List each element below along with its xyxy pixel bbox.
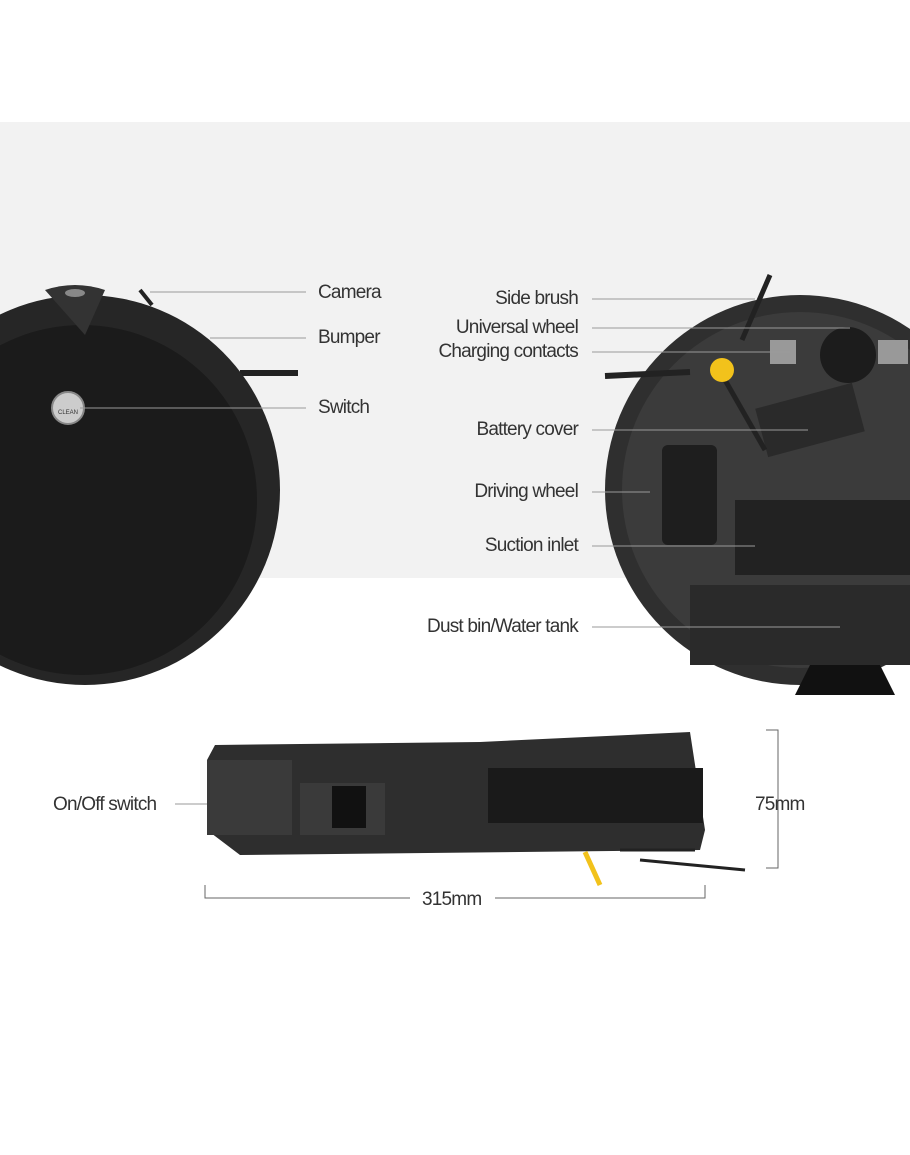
camera-lens [65, 289, 85, 297]
battery-cover [755, 382, 865, 458]
dimension-width: 315mm [422, 889, 482, 910]
label-universal-wheel: Universal wheel [455, 317, 579, 338]
clean-button [51, 391, 85, 425]
bumper-front [795, 665, 895, 695]
label-charging-contacts: Charging contacts [438, 341, 578, 362]
label-on-off-switch: On/Off switch [53, 794, 157, 815]
dust-bin [690, 585, 910, 665]
robot-side-view [207, 732, 746, 887]
side-panel [207, 760, 292, 835]
robot-bottom-view [604, 274, 910, 695]
driving-wheel [662, 445, 717, 545]
front-bumper [488, 768, 703, 823]
label-bumper: Bumper [318, 327, 381, 348]
label-camera: Camera [318, 282, 382, 303]
dimension-height: 75mm [755, 794, 805, 815]
side-brush-bristle [604, 369, 691, 379]
side-brush-bristle [240, 370, 298, 376]
camera-housing [45, 285, 105, 335]
robot-top-view [0, 285, 298, 685]
label-dust-bin: Dust bin/Water tank [427, 616, 579, 637]
on-off-switch [332, 786, 366, 828]
clean-button-text: CLEAN [58, 410, 78, 416]
label-driving-wheel: Driving wheel [474, 481, 578, 502]
side-brush-bristle [722, 378, 768, 452]
label-suction-inlet: Suction inlet [484, 535, 579, 556]
dimension-lines [204, 729, 779, 899]
label-battery-cover: Battery cover [476, 419, 578, 440]
side-brush-hub [710, 358, 734, 382]
label-side-brush: Side brush [495, 288, 579, 309]
side-brush-bristle [138, 288, 154, 307]
label-switch: Switch [318, 397, 370, 418]
suction-inlet [735, 500, 910, 575]
charging-contact [878, 340, 908, 364]
side-brush-bristle [739, 274, 773, 341]
universal-wheel [820, 327, 876, 383]
